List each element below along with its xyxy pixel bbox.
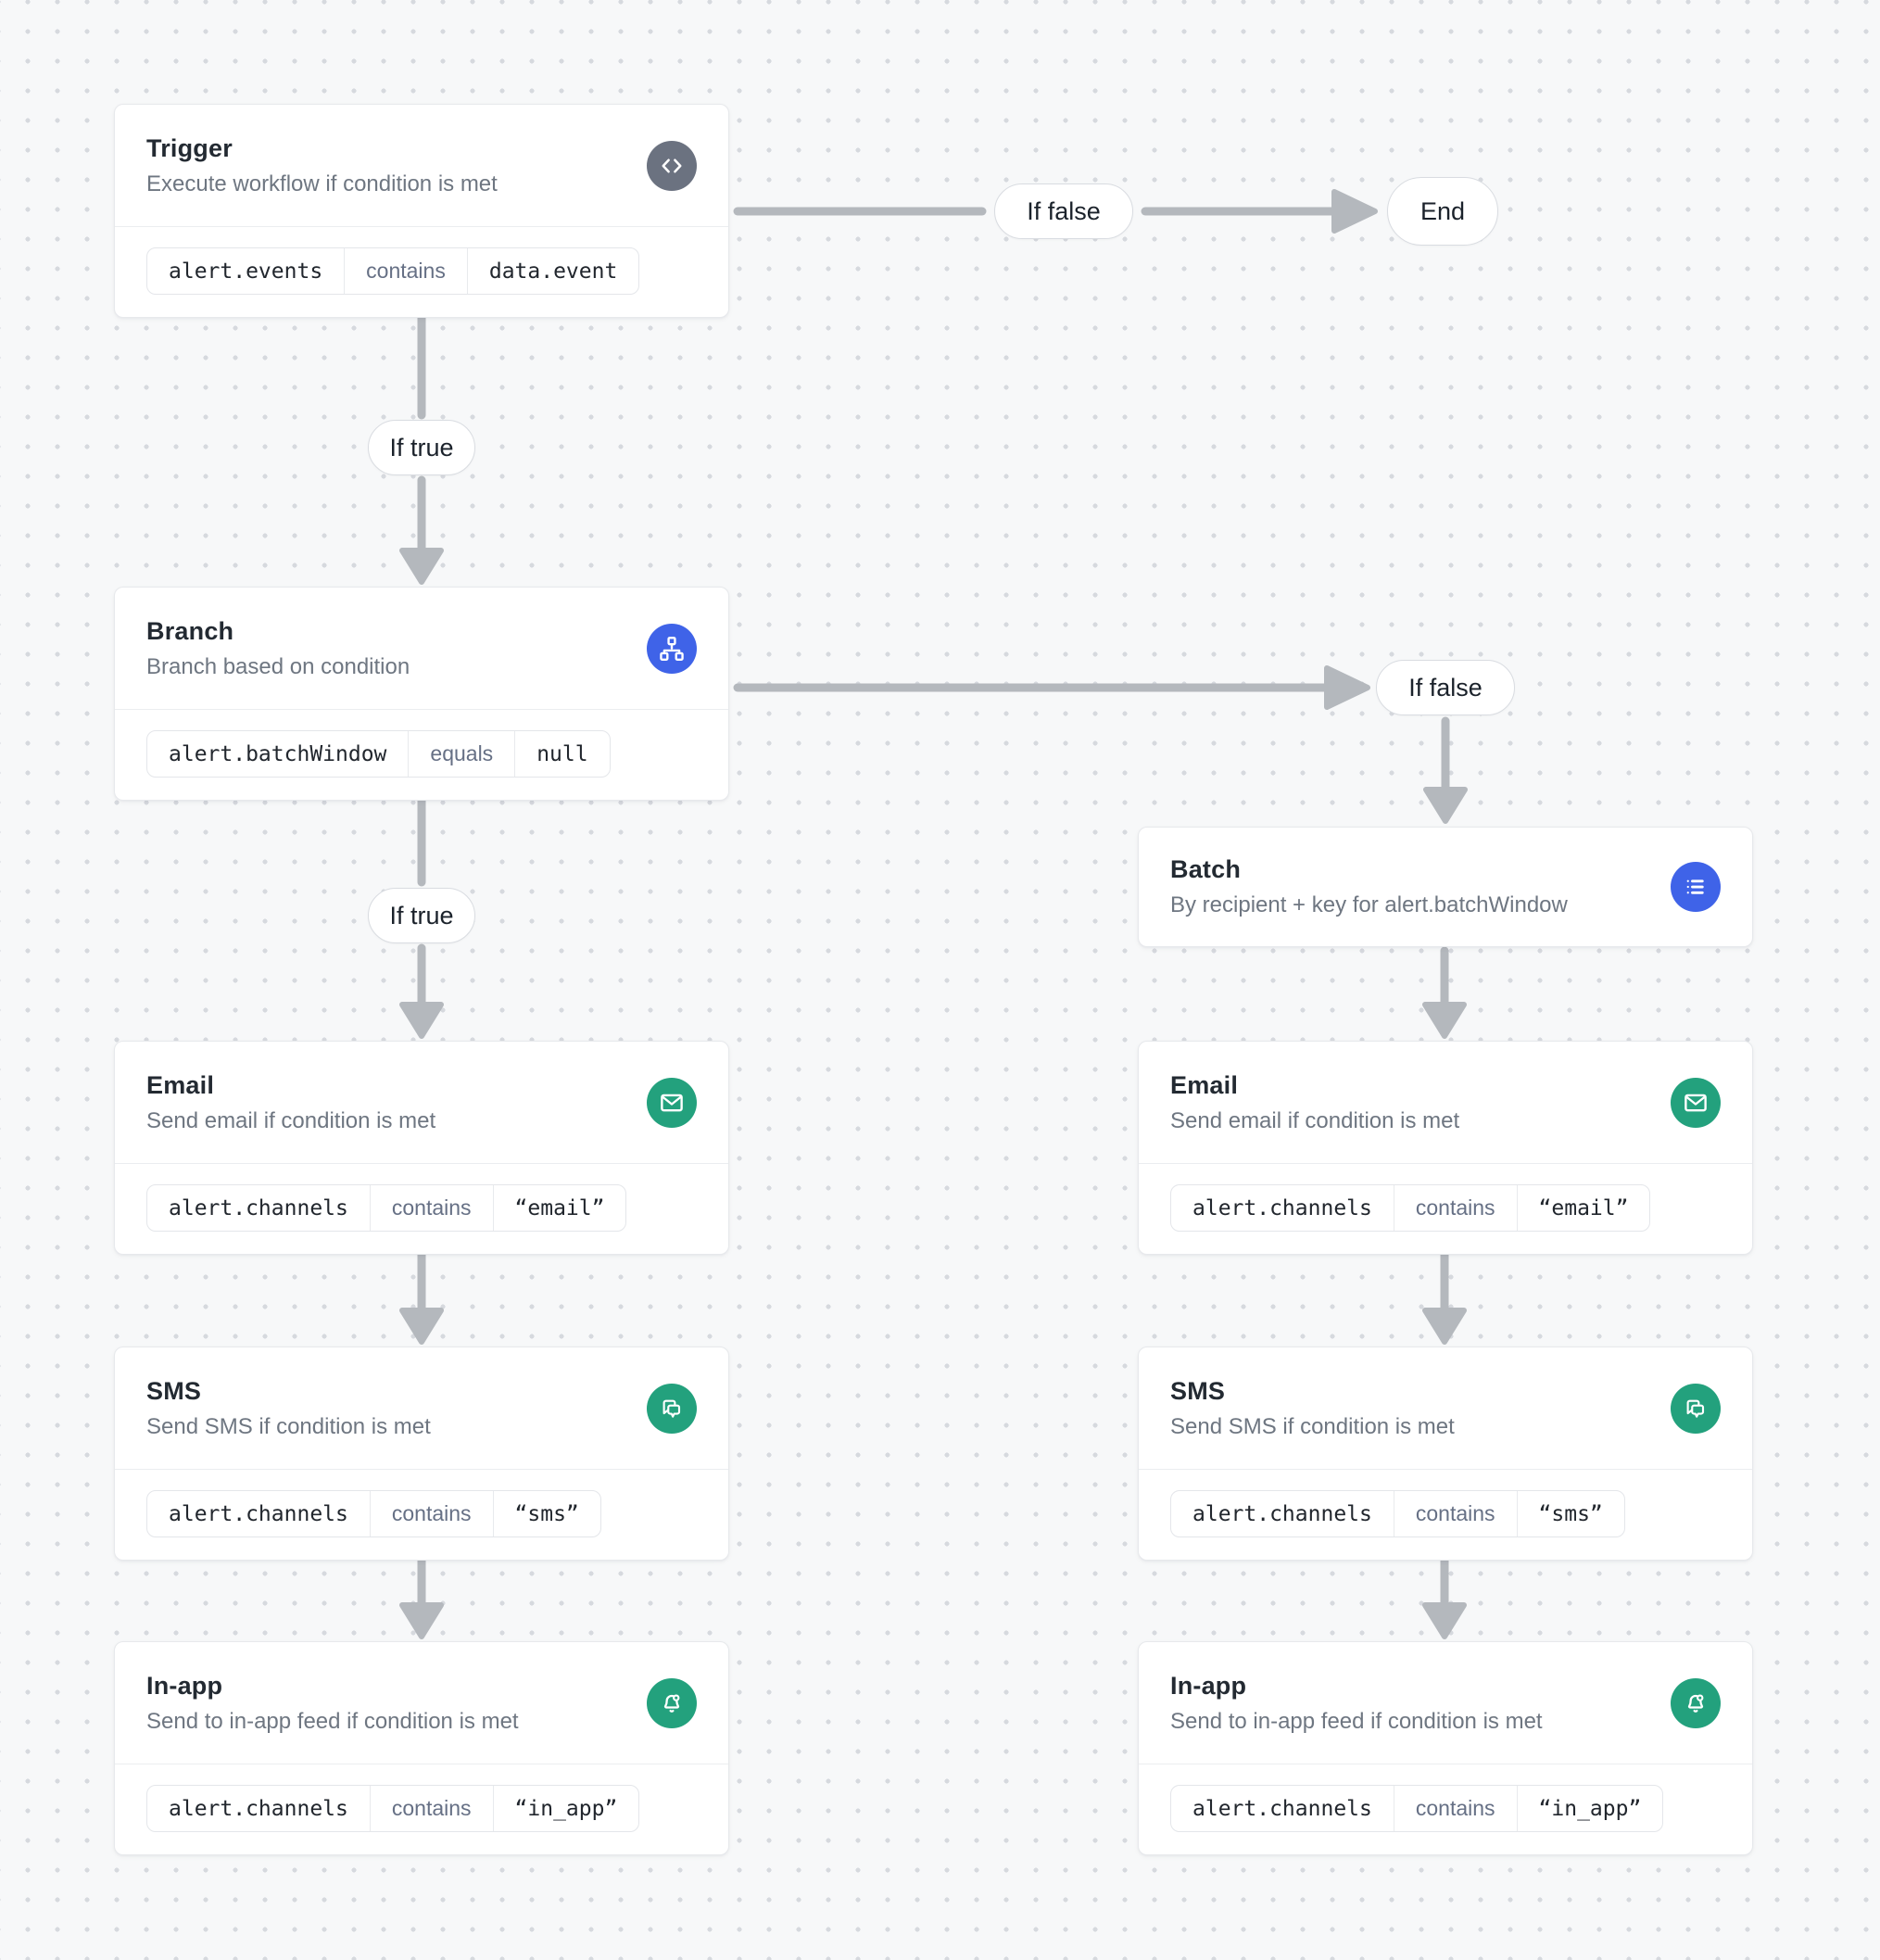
email-node-header: Email Send email if condition is met [115, 1042, 728, 1163]
condition-operator: contains [1393, 1491, 1517, 1536]
node-title: In-app [146, 1671, 223, 1700]
node-title: SMS [1170, 1376, 1226, 1405]
sms-icon [1671, 1383, 1721, 1434]
arrowhead-end [1331, 189, 1378, 234]
in-app-icon [1671, 1677, 1721, 1728]
email-icon [647, 1077, 697, 1128]
divider [1139, 1469, 1752, 1470]
node-subtitle: Send email if condition is met [1170, 1107, 1460, 1133]
node-title: Trigger [146, 133, 233, 162]
inapp-node-right[interactable]: In-app Send to in-app feed if condition … [1138, 1641, 1753, 1855]
condition-chip[interactable]: alert.channels contains “sms” [146, 1490, 601, 1537]
condition-value: “sms” [1516, 1491, 1624, 1536]
condition-value: “in_app” [1516, 1786, 1663, 1831]
if-false-pill-branch: If false [1376, 660, 1515, 715]
arrowhead-batch [1423, 787, 1468, 824]
node-subtitle: By recipient + key for alert.batchWindow [1170, 892, 1568, 917]
condition-field: alert.batchWindow [169, 741, 387, 766]
arrowhead-email-left [399, 1002, 444, 1039]
arrowhead-branch [399, 548, 444, 585]
node-title: Branch [146, 616, 234, 645]
sms-node-right[interactable]: SMS Send SMS if condition is met alert.c… [1138, 1347, 1753, 1561]
node-title: In-app [1170, 1671, 1247, 1700]
condition-field: alert.channels [1192, 1796, 1372, 1821]
node-subtitle: Branch based on condition [146, 653, 410, 679]
if-true-pill-top: If true [368, 420, 475, 475]
divider [115, 1163, 728, 1164]
condition-operator: contains [1393, 1786, 1517, 1831]
arrowhead-sms-right [1422, 1308, 1467, 1345]
divider [1139, 1163, 1752, 1164]
node-subtitle: Execute workflow if condition is met [146, 171, 498, 196]
node-title: SMS [146, 1376, 202, 1405]
divider [115, 1469, 728, 1470]
condition-chip[interactable]: alert.batchWindow equals null [146, 730, 611, 778]
condition-operator: equals [408, 731, 514, 777]
condition-field: alert.channels [169, 1501, 348, 1526]
node-subtitle: Send SMS if condition is met [1170, 1413, 1455, 1439]
node-subtitle: Send SMS if condition is met [146, 1413, 431, 1439]
condition-chip[interactable]: alert.channels contains “in_app” [146, 1785, 640, 1832]
end-pill: End [1387, 177, 1498, 246]
node-title: Email [146, 1070, 215, 1099]
node-subtitle: Send to in-app feed if condition is met [1170, 1708, 1543, 1734]
trigger-node[interactable]: Trigger Execute workflow if condition is… [114, 104, 729, 318]
sms-node-left[interactable]: SMS Send SMS if condition is met alert.c… [114, 1347, 729, 1561]
branch-icon [647, 623, 697, 674]
if-true-pill-branch: If true [368, 888, 475, 943]
condition-chip[interactable]: alert.channels contains “email” [146, 1184, 627, 1232]
inapp-node-header: In-app Send to in-app feed if condition … [1139, 1642, 1752, 1764]
condition-value: “sms” [492, 1491, 600, 1536]
divider [115, 226, 728, 227]
email-node-right[interactable]: Email Send email if condition is met ale… [1138, 1041, 1753, 1255]
condition-operator: contains [369, 1491, 493, 1536]
email-node-header: Email Send email if condition is met [1139, 1042, 1752, 1163]
condition-value: null [514, 731, 609, 777]
in-app-icon [647, 1677, 697, 1728]
condition-value: “email” [492, 1185, 626, 1231]
branch-node-header: Branch Branch based on condition [115, 588, 728, 709]
condition-field: alert.channels [169, 1796, 348, 1821]
condition-field: alert.events [169, 259, 323, 284]
code-icon [647, 140, 697, 191]
condition-field: alert.channels [1192, 1501, 1372, 1526]
inapp-node-header: In-app Send to in-app feed if condition … [115, 1642, 728, 1764]
sms-node-header: SMS Send SMS if condition is met [115, 1347, 728, 1469]
divider [115, 709, 728, 710]
condition-field: alert.channels [1192, 1195, 1372, 1220]
node-title: Email [1170, 1070, 1239, 1099]
condition-field: alert.channels [169, 1195, 348, 1220]
condition-value: “email” [1516, 1185, 1650, 1231]
condition-operator: contains [344, 248, 467, 294]
sms-icon [647, 1383, 697, 1434]
condition-chip[interactable]: alert.channels contains “email” [1170, 1184, 1651, 1232]
node-subtitle: Send to in-app feed if condition is met [146, 1708, 519, 1734]
if-false-pill-top: If false [994, 183, 1133, 239]
branch-node[interactable]: Branch Branch based on condition alert.b… [114, 587, 729, 801]
condition-chip[interactable]: alert.channels contains “sms” [1170, 1490, 1625, 1537]
email-node-left[interactable]: Email Send email if condition is met ale… [114, 1041, 729, 1255]
condition-operator: contains [369, 1786, 493, 1831]
node-title: Batch [1170, 855, 1242, 883]
condition-operator: contains [369, 1185, 493, 1231]
arrowhead-email-right [1422, 1002, 1467, 1039]
condition-chip[interactable]: alert.channels contains “in_app” [1170, 1785, 1664, 1832]
arrowhead-inapp-left [399, 1602, 444, 1639]
condition-chip[interactable]: alert.events contains data.event [146, 247, 640, 295]
condition-operator: contains [1393, 1185, 1517, 1231]
list-icon [1671, 862, 1721, 912]
arrowhead-sms-left [399, 1308, 444, 1345]
arrowhead-if-false [1324, 665, 1370, 710]
trigger-node-header: Trigger Execute workflow if condition is… [115, 105, 728, 226]
node-subtitle: Send email if condition is met [146, 1107, 436, 1133]
condition-value: data.event [466, 248, 638, 294]
inapp-node-left[interactable]: In-app Send to in-app feed if condition … [114, 1641, 729, 1855]
batch-node[interactable]: Batch By recipient + key for alert.batch… [1138, 827, 1753, 947]
batch-node-header: Batch By recipient + key for alert.batch… [1139, 828, 1752, 946]
sms-node-header: SMS Send SMS if condition is met [1139, 1347, 1752, 1469]
arrowhead-inapp-right [1422, 1602, 1467, 1639]
email-icon [1671, 1077, 1721, 1128]
condition-value: “in_app” [492, 1786, 639, 1831]
